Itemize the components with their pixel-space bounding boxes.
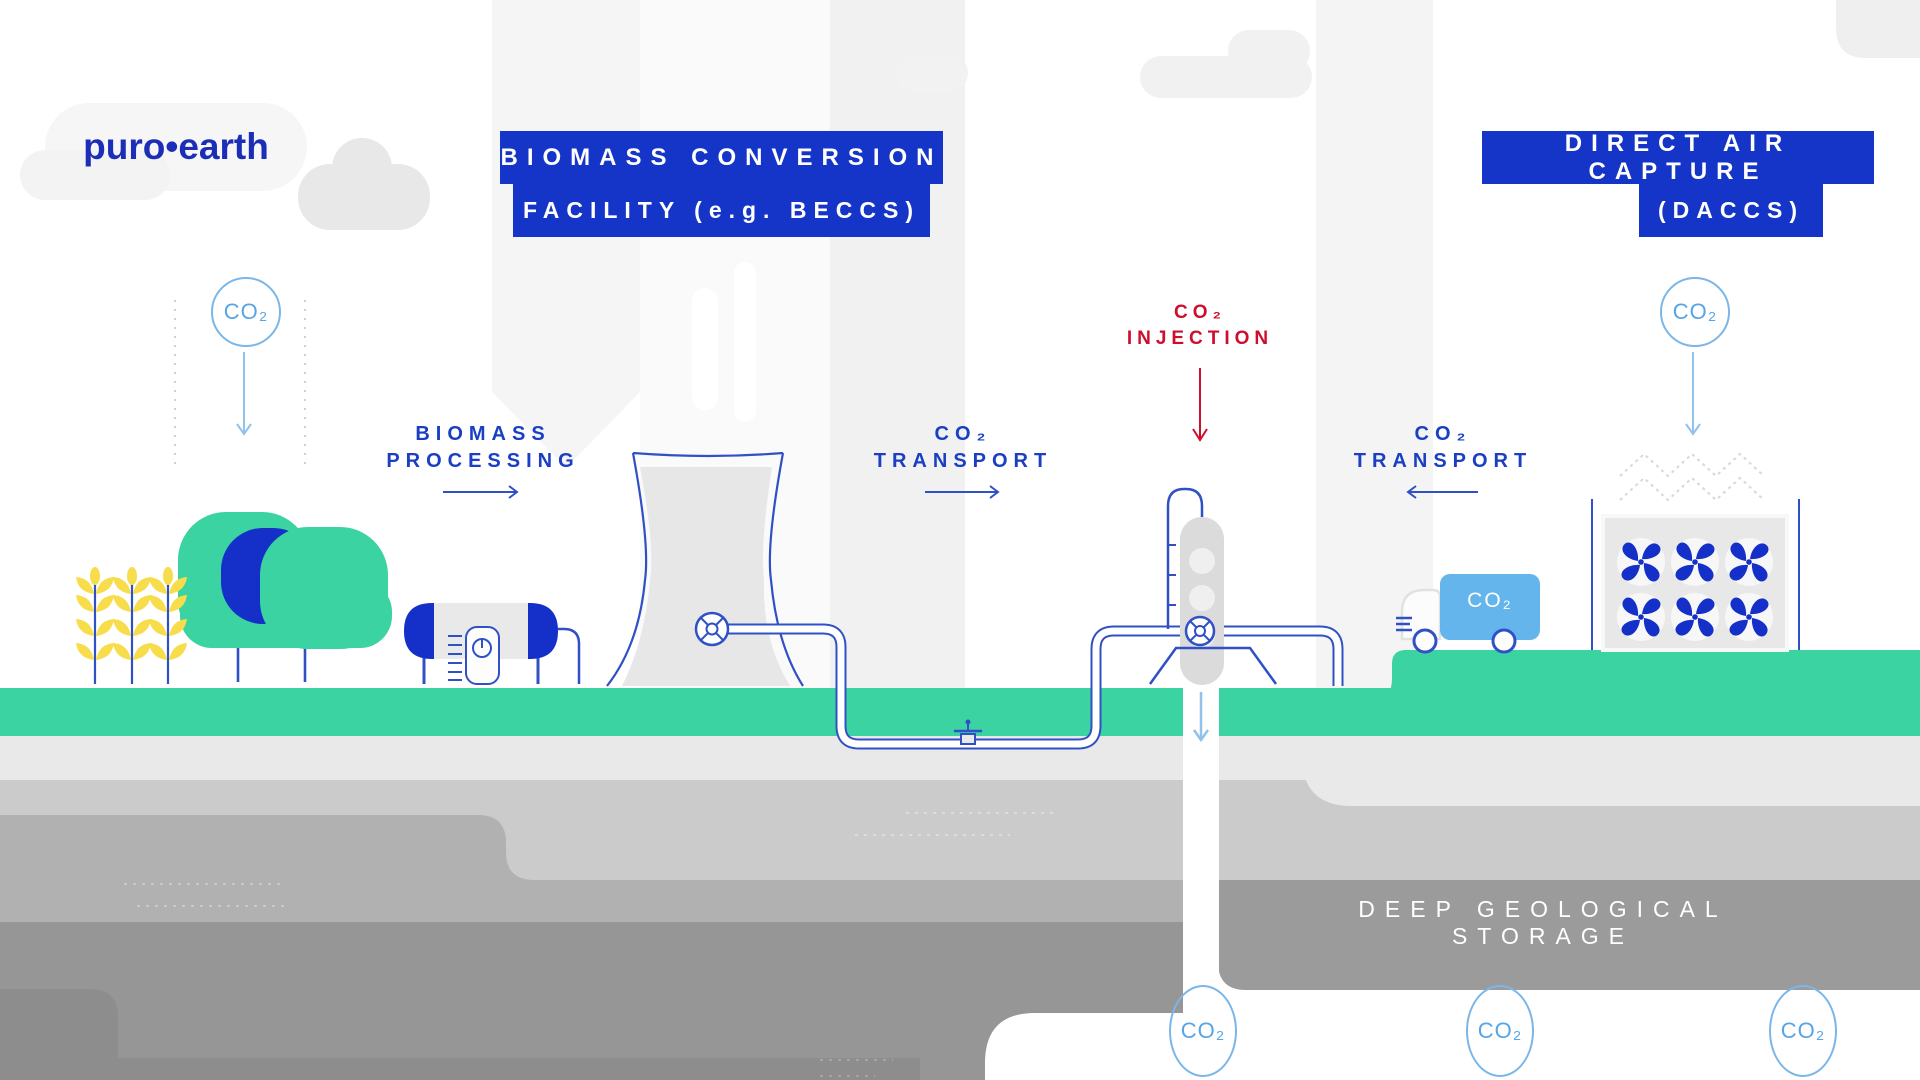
fan-icon [1725,593,1773,641]
air-zigzag-icon [1619,452,1765,502]
banner-biomass-facility-line2: FACILITY (e.g. BECCS) [513,184,930,237]
co2-badge-storage-2: CO₂ [1466,985,1534,1077]
speed-lines-icon [1396,616,1412,632]
pipe-valve-icon [954,719,982,745]
fan-icon [1725,538,1773,586]
label-line: INJECTION [1126,328,1274,349]
label-line: PROCESSING [386,450,580,472]
fan-icon [1671,538,1719,586]
truck-co2-label: CO₂ [1467,589,1513,612]
co2-truck-icon [1396,574,1540,654]
co2-badge-top-right: CO₂ [1660,277,1730,347]
wheat-icon [74,565,116,686]
label-line: BIOMASS [415,423,551,445]
biomass-tank-icon [404,603,581,685]
wellhead-valve-icon [1184,615,1216,647]
fan-icon [1617,593,1665,641]
label-co2-transport-right: CO₂ TRANSPORT [1338,421,1548,475]
puro-earth-logo: puro•earth [83,126,269,167]
label-co2-injection: CO₂ INJECTION [1090,300,1310,352]
tree-canopy-icon [260,527,388,649]
wheat-icon [147,565,189,686]
borehole-down-arrow-icon [1192,692,1210,743]
label-line: CO₂ [1414,423,1472,445]
injection-down-arrow-icon [1192,368,1208,442]
strata-dashes [124,812,1057,1077]
label-deep-geological-storage: DEEP GEOLOGICAL STORAGE [1358,896,1728,949]
fan-icon [1671,593,1719,641]
banner-dac-line2: (DACCS) [1639,184,1823,237]
biomass-vegetation [74,512,392,686]
co2-badge-storage-1: CO₂ [1169,985,1237,1077]
label-biomass-processing: BIOMASS PROCESSING [378,421,588,475]
fan-icon [1617,538,1665,586]
wheat-icon [111,565,153,686]
dotted-guides-icon [174,300,306,465]
label-line: TRANSPORT [1353,450,1533,472]
banner-biomass-facility-line1: BIOMASS CONVERSION [500,131,943,184]
transport-left-arrow-icon [1406,485,1478,499]
transport-right-arrow-icon [925,485,1000,499]
steam-pill-icon [692,288,718,410]
background-silhouettes [20,0,1920,688]
label-line: CO₂ [934,423,992,445]
co2-badge-top-left: CO₂ [211,277,281,347]
steam-pill-icon [734,262,756,422]
label-co2-transport-left: CO₂ TRANSPORT [858,421,1068,475]
injection-well-icon [1148,487,1278,992]
co2-down-arrow-right-icon [1685,352,1701,436]
co2-pipeline [728,623,1344,750]
co2-down-arrow-left-icon [236,352,252,436]
valve-wheel-icon [694,611,730,647]
co2-badge-storage-3: CO₂ [1769,985,1837,1077]
processing-right-arrow-icon [443,485,519,499]
flow-arrows [174,300,1701,499]
ground-strata [0,650,1920,1080]
surface-green-elevated [1360,650,1920,736]
deep-storage-layer [1218,880,1920,990]
banner-dac-line1: DIRECT AIR CAPTURE [1482,130,1874,185]
dac-fan-unit-icon [1591,452,1800,652]
label-line: CO₂ [1174,302,1226,323]
label-line: TRANSPORT [873,450,1053,472]
